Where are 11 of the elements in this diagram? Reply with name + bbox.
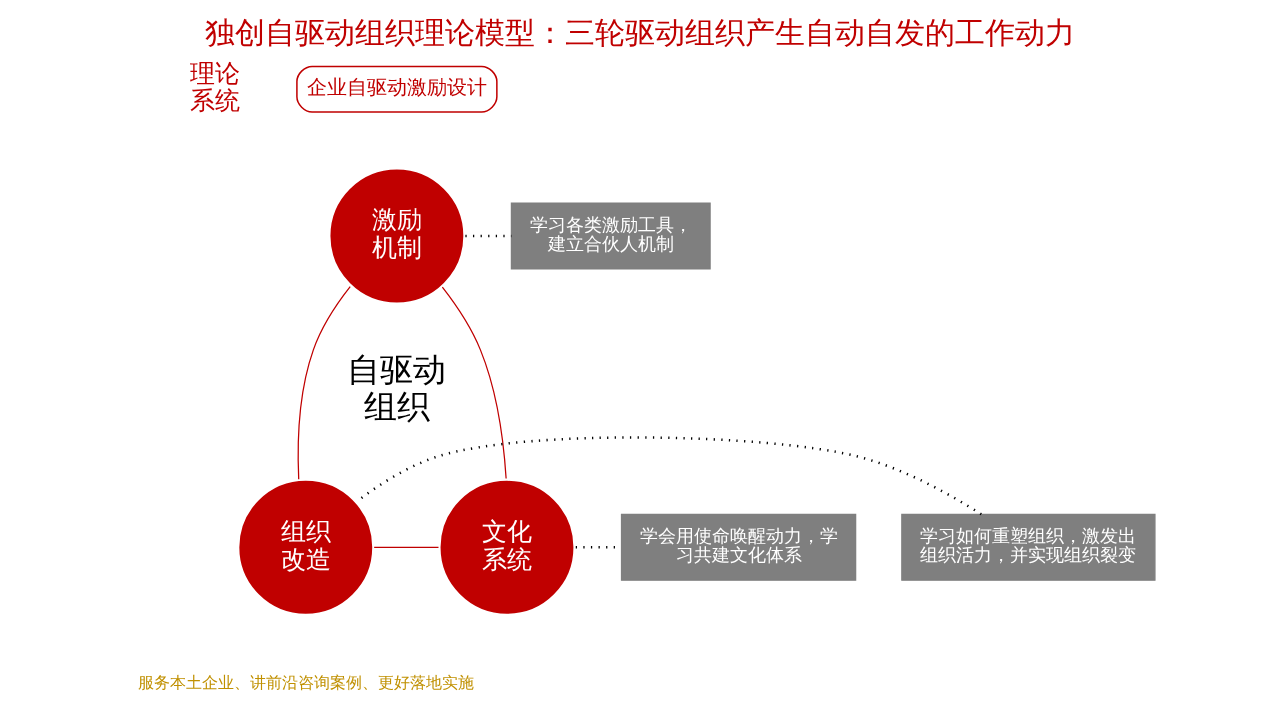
- diagram-title: 独创自驱动组织理论模型：三轮驱动组织产生自动自发的工作动力: [205, 14, 1075, 50]
- label: 自驱动组织: [346, 350, 446, 426]
- label: 服务本土企业、讲前沿咨询案例、更好落地实施: [137, 673, 474, 693]
- node-box: 企业自驱动激励设计: [295, 65, 498, 113]
- connector: [373, 546, 439, 548]
- node-box: 学会用使命唤醒动力，学习共建文化体系: [620, 513, 856, 581]
- node-box: 学习各类激励工具，建立合伙人机制: [510, 202, 711, 270]
- node-box: 学习如何重塑组织，激发出组织活力，并实现组织裂变: [900, 513, 1156, 581]
- connector: [297, 286, 351, 480]
- label: 理论系统: [189, 58, 240, 116]
- connector: [441, 286, 507, 480]
